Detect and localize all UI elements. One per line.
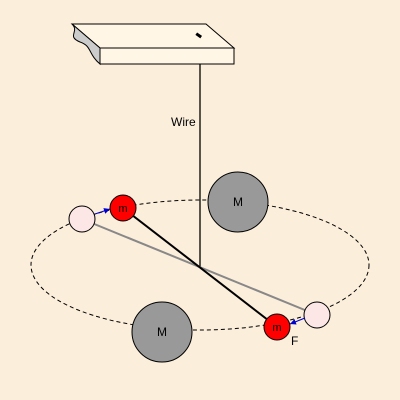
orbit-path [30,199,370,331]
support-front-face [99,47,235,65]
small-mass-right: m [263,313,291,341]
small-mass-left-label: m [118,203,127,215]
wire-label: Wire [171,115,196,129]
force-arrow-left [94,208,111,215]
wire-anchor-mark [195,32,203,39]
small-mass-initial-right [303,301,331,329]
small-mass-left-sphere [109,194,137,222]
rod-deflected-position [122,207,278,328]
large-mass-front-sphere [131,301,193,363]
large-mass-back-sphere [207,171,269,233]
force-label: F [291,334,298,348]
large-mass-front-label: M [157,325,167,339]
large-mass-front: M [131,301,193,363]
force-arrow-right [289,317,306,325]
small-mass-right-sphere [263,313,291,341]
small-mass-initial-left [68,205,96,233]
large-mass-back: M [207,171,269,233]
support-broken-edge [71,23,101,66]
small-mass-right-label: m [272,322,281,334]
large-mass-back-label: M [233,195,243,209]
small-mass-left: m [109,194,137,222]
ceiling-support [70,23,236,66]
